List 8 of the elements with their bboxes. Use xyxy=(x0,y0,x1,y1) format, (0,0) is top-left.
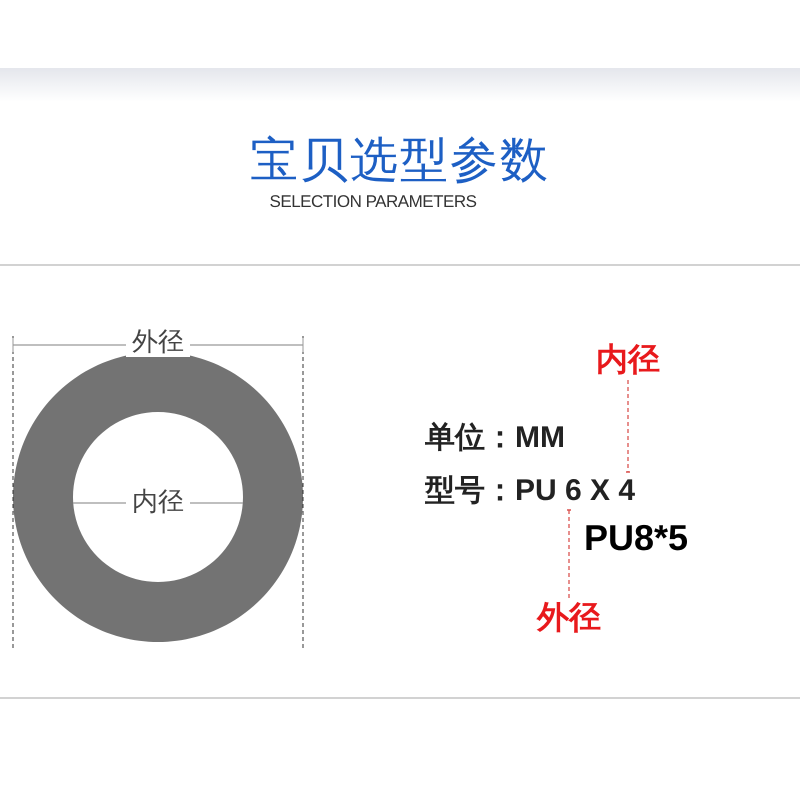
spec-text: PU8*5 xyxy=(584,518,688,558)
dimension-label: 外径 xyxy=(126,328,190,357)
subtitle: SELECTION PARAMETERS xyxy=(268,192,478,212)
spec-text: 型号：PU 6 X 4 xyxy=(425,474,651,508)
callout-label: 外径 xyxy=(534,600,604,636)
title: 宝贝选型参数 xyxy=(249,131,551,190)
spec-text: 单位：MM xyxy=(425,421,565,454)
callout-label: 内径 xyxy=(593,342,663,378)
